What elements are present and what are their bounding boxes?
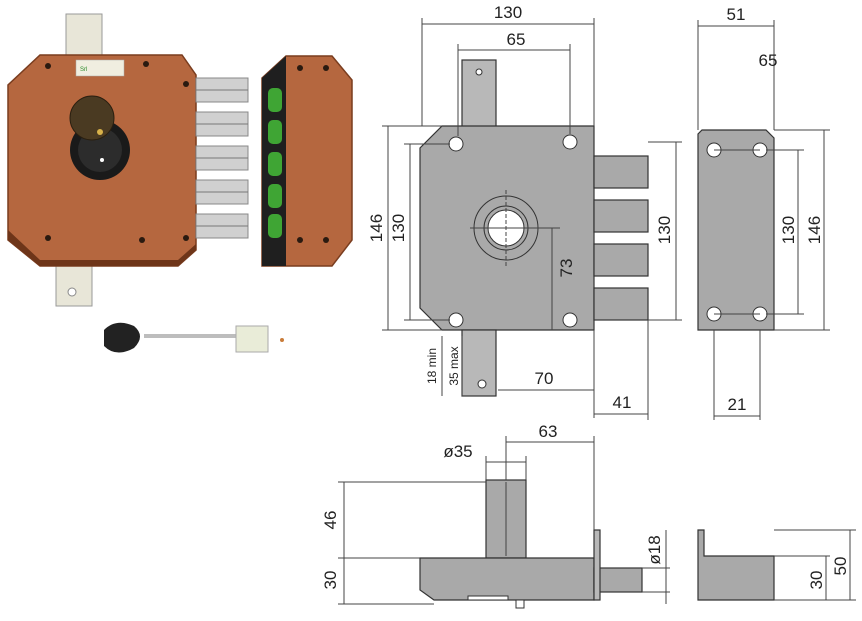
side-body (697, 129, 775, 331)
dim-side-hole-offset: 21 (728, 395, 747, 414)
dim-max-label: 35 max (447, 346, 461, 385)
dim-hole-spacing-top: 65 (507, 30, 526, 49)
dim-bolt-throw: 41 (613, 393, 632, 412)
product-photo: Srl (7, 13, 353, 353)
bolt-bars (195, 77, 249, 239)
dim-cylinder-offset: 73 (557, 259, 576, 278)
brand-sticker-text: Srl (80, 67, 87, 73)
dim-side-depth2: 65 (759, 51, 778, 70)
dim-bottom-offset: 63 (539, 422, 558, 441)
dim-width-overall: 130 (494, 3, 522, 22)
dim-right-height-total: 50 (831, 557, 850, 576)
dim-side-depth: 51 (727, 5, 746, 24)
key (104, 322, 284, 353)
key-bit (235, 325, 269, 353)
dim-backset: 70 (535, 369, 554, 388)
dim-height-overall: 146 (367, 214, 386, 242)
dim-height-holes: 130 (389, 214, 408, 242)
dim-bolt-diameter: ø18 (645, 535, 664, 564)
dim-min-label: 18 min (425, 348, 439, 384)
bottom-view-drawing: ø35 63 46 30 ø18 30 50 (321, 422, 856, 609)
cylinder-knob (69, 95, 115, 141)
dim-bottom-height-top: 46 (321, 511, 340, 530)
bottom-side-piece (697, 529, 775, 601)
bottom-body (419, 557, 595, 601)
brand-sticker (75, 59, 125, 77)
dim-right-height-body: 30 (807, 571, 826, 590)
dim-bottom-height-body: 30 (321, 571, 340, 590)
dim-side-hole-height: 130 (779, 216, 798, 244)
front-view-drawing: 130 65 146 130 130 73 70 41 18 mi (367, 3, 682, 420)
dim-right-height: 130 (655, 216, 674, 244)
dim-bottom-diameter: ø35 (443, 442, 472, 461)
strike-green-slots (268, 88, 282, 238)
side-view-drawing: 51 65 130 146 21 (697, 5, 830, 420)
dim-side-height-overall: 146 (805, 216, 824, 244)
key-handle (104, 322, 140, 353)
